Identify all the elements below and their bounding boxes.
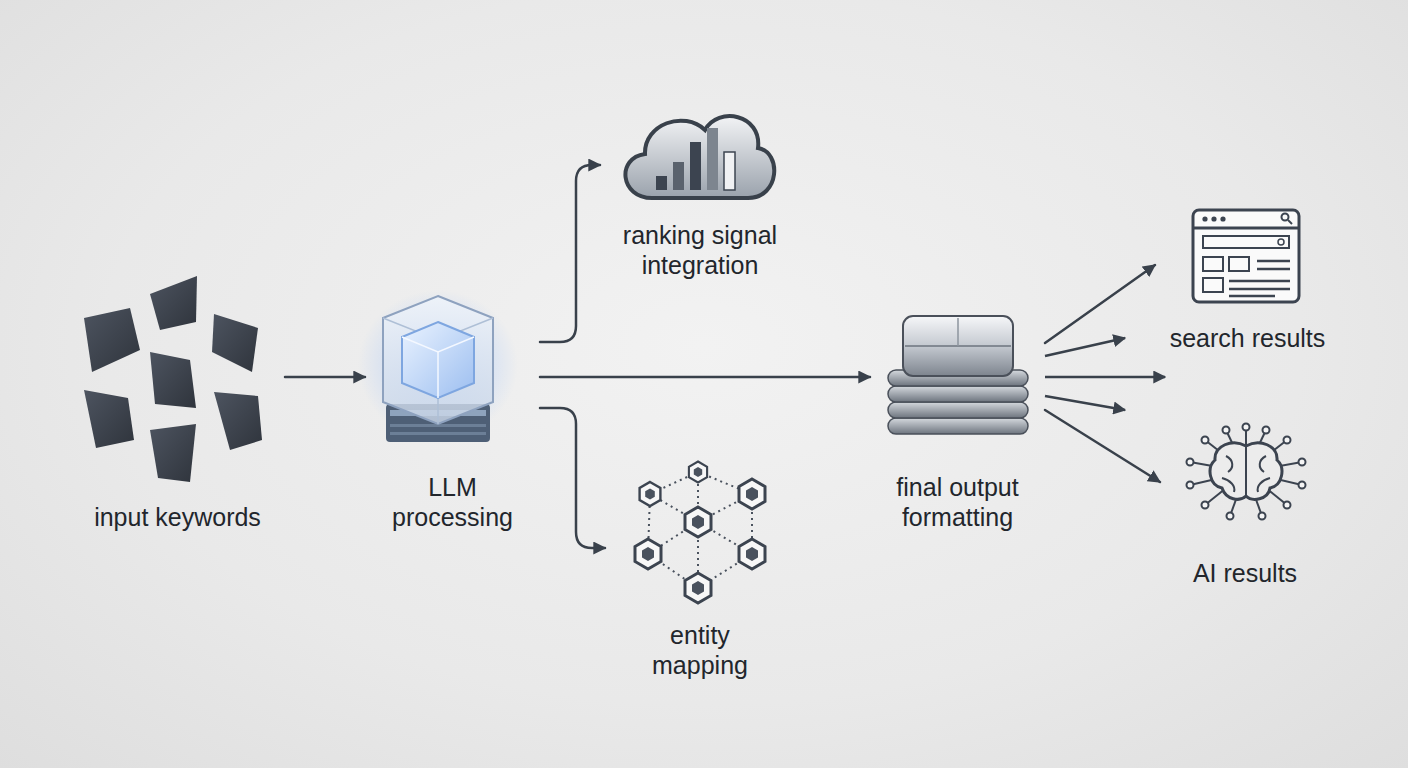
node-label: final output formatting xyxy=(870,472,1045,532)
output-stack-icon xyxy=(888,316,1028,434)
node-label: LLM processing xyxy=(383,472,523,532)
flow-arrow xyxy=(540,408,605,548)
flow-arrow xyxy=(285,376,365,379)
llm-cube-icon xyxy=(358,290,518,442)
node-label: input keywords xyxy=(68,502,288,532)
entity-network-icon xyxy=(635,462,765,604)
cloud-chart-icon xyxy=(625,116,774,198)
node-label: AI results xyxy=(1160,558,1330,588)
keyword-shards xyxy=(84,276,262,482)
icon-node: entity mapping xyxy=(605,460,795,680)
node-label: search results xyxy=(1155,323,1340,353)
flow-arrow xyxy=(540,376,870,379)
browser-window-icon xyxy=(1193,210,1299,302)
icon-node: input keywords xyxy=(70,270,285,532)
icon-node: search results xyxy=(1155,205,1340,353)
icon-node: ranking signal integration xyxy=(600,105,800,280)
icon-node: AI results xyxy=(1160,420,1330,588)
node-label: entity mapping xyxy=(625,620,775,680)
fan-out-arrows xyxy=(1045,338,1165,410)
flow-arrow xyxy=(1045,265,1155,343)
node-label: ranking signal integration xyxy=(600,220,800,280)
ai-brain-icon xyxy=(1187,424,1306,520)
icon-node: final output formatting xyxy=(870,310,1045,532)
flow-arrow xyxy=(540,165,600,342)
flow-arrow xyxy=(1045,410,1160,482)
icon-node: LLM processing xyxy=(365,290,540,532)
